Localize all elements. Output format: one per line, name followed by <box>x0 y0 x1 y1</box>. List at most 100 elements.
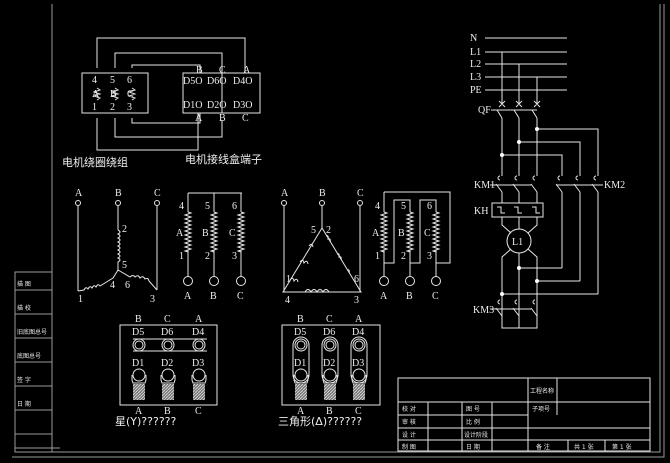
lug-crimp <box>324 384 336 400</box>
terminal-stud <box>194 340 204 350</box>
coil-number: 3 <box>427 251 432 262</box>
coil-number: 4 <box>375 201 380 212</box>
winding-number: 2 <box>110 102 115 113</box>
breaker-label: QF <box>478 105 491 116</box>
strip-label: 日 期 <box>17 400 31 408</box>
terminal-letter: C <box>195 406 202 417</box>
lug-crimp <box>353 384 365 400</box>
terminal-label: D5 <box>294 327 306 338</box>
phase-label: B <box>319 188 326 199</box>
coil <box>236 211 246 253</box>
lug-crimp <box>133 384 145 400</box>
terminal-stud <box>296 340 306 350</box>
coil-letter: C <box>424 228 431 239</box>
winding-number: 3 <box>127 102 132 113</box>
phase-label: C <box>357 188 364 199</box>
link-bar <box>350 336 368 384</box>
node-number: 5 <box>311 225 316 236</box>
coil-number: 6 <box>232 201 237 212</box>
terminal-letter: C <box>355 406 362 417</box>
coil-letter: A <box>372 228 380 239</box>
junction-dot <box>535 279 539 283</box>
terminal-letter: B <box>196 65 203 76</box>
terminal-label: D2 <box>161 358 173 369</box>
coil-number: 1 <box>375 251 380 262</box>
node-number: 1 <box>286 274 291 285</box>
title-cell: 设计阶段 <box>464 431 488 439</box>
coil-number: 5 <box>205 201 210 212</box>
coil <box>289 235 350 293</box>
coil-letter: B <box>202 228 209 239</box>
terminal-label: D3 <box>192 358 204 369</box>
terminal-letter: A <box>380 291 388 302</box>
coil-number: 4 <box>179 201 184 212</box>
terminal-stud <box>294 368 308 382</box>
terminal-stud <box>132 368 146 382</box>
node-number: 5 <box>122 260 127 271</box>
delta-caption: 三角形(Δ)?????? <box>278 415 362 428</box>
terminal-circle <box>209 276 219 286</box>
project-name-label: 工程名称 <box>530 387 554 395</box>
terminal-letter: C <box>326 314 333 325</box>
link-bar <box>292 336 310 384</box>
terminal-letter: A <box>195 113 203 124</box>
sub-item-label: 子项号 <box>532 406 550 413</box>
terminal-stud <box>192 368 206 382</box>
coil <box>183 211 193 253</box>
title-cell: 设 计 <box>402 431 416 439</box>
motor-label: L1 <box>512 237 523 248</box>
winding-letter: A <box>92 89 100 100</box>
terminal-label: D4 <box>192 327 204 338</box>
junction-dot <box>500 153 504 157</box>
terminal-stud <box>323 368 337 382</box>
node-number: 4 <box>110 280 115 291</box>
bus-label: L1 <box>470 47 481 58</box>
node-number: 4 <box>285 295 290 306</box>
terminal-letter: B <box>219 113 226 124</box>
terminal-circle <box>405 276 415 286</box>
link-bar <box>321 336 339 384</box>
terminal-label: D4 <box>352 327 364 338</box>
terminal-stud <box>352 368 366 382</box>
node-number: 6 <box>125 280 130 291</box>
terminal-circle <box>183 276 193 286</box>
terminal-stud <box>134 340 144 350</box>
coil-letter: C <box>229 228 236 239</box>
terminal-label: D5 <box>132 327 144 338</box>
title-cell: 图 号 <box>466 406 480 413</box>
phase-label: B <box>115 188 122 199</box>
terminal-letter: A <box>243 65 251 76</box>
strip-label: 描 校 <box>17 304 31 312</box>
terminal-stud <box>323 338 337 352</box>
terminal-label: D1 <box>132 358 144 369</box>
node-number: 6 <box>354 274 359 285</box>
bus-label: PE <box>470 85 482 96</box>
strip-label: 描 图 <box>17 280 31 288</box>
terminal-letter: A <box>195 314 203 325</box>
contactor-label: KM3 <box>473 305 494 316</box>
cable-lug <box>191 375 207 384</box>
terminal-label: D3 <box>352 358 364 369</box>
terminal-letter: B <box>326 406 333 417</box>
star-caption: 星(Y)?????? <box>115 415 176 428</box>
terminal-circle <box>431 276 441 286</box>
terminal-label: D2 <box>323 358 335 369</box>
node-number: 2 <box>122 224 127 235</box>
terminal-letter: C <box>242 113 249 124</box>
title-cell: 日 期 <box>466 443 480 451</box>
cable-lug <box>160 375 176 384</box>
terminal-label: D6O <box>207 76 226 87</box>
title-cell: 审 核 <box>402 418 416 426</box>
winding-letter: C <box>127 89 134 100</box>
winding-number: 1 <box>92 102 97 113</box>
terminal-label: D1O <box>183 100 202 111</box>
coil-number: 2 <box>205 251 210 262</box>
terminal-letter: C <box>219 65 226 76</box>
junction-dot <box>517 140 521 144</box>
contactor-label: KM1 <box>474 180 495 191</box>
